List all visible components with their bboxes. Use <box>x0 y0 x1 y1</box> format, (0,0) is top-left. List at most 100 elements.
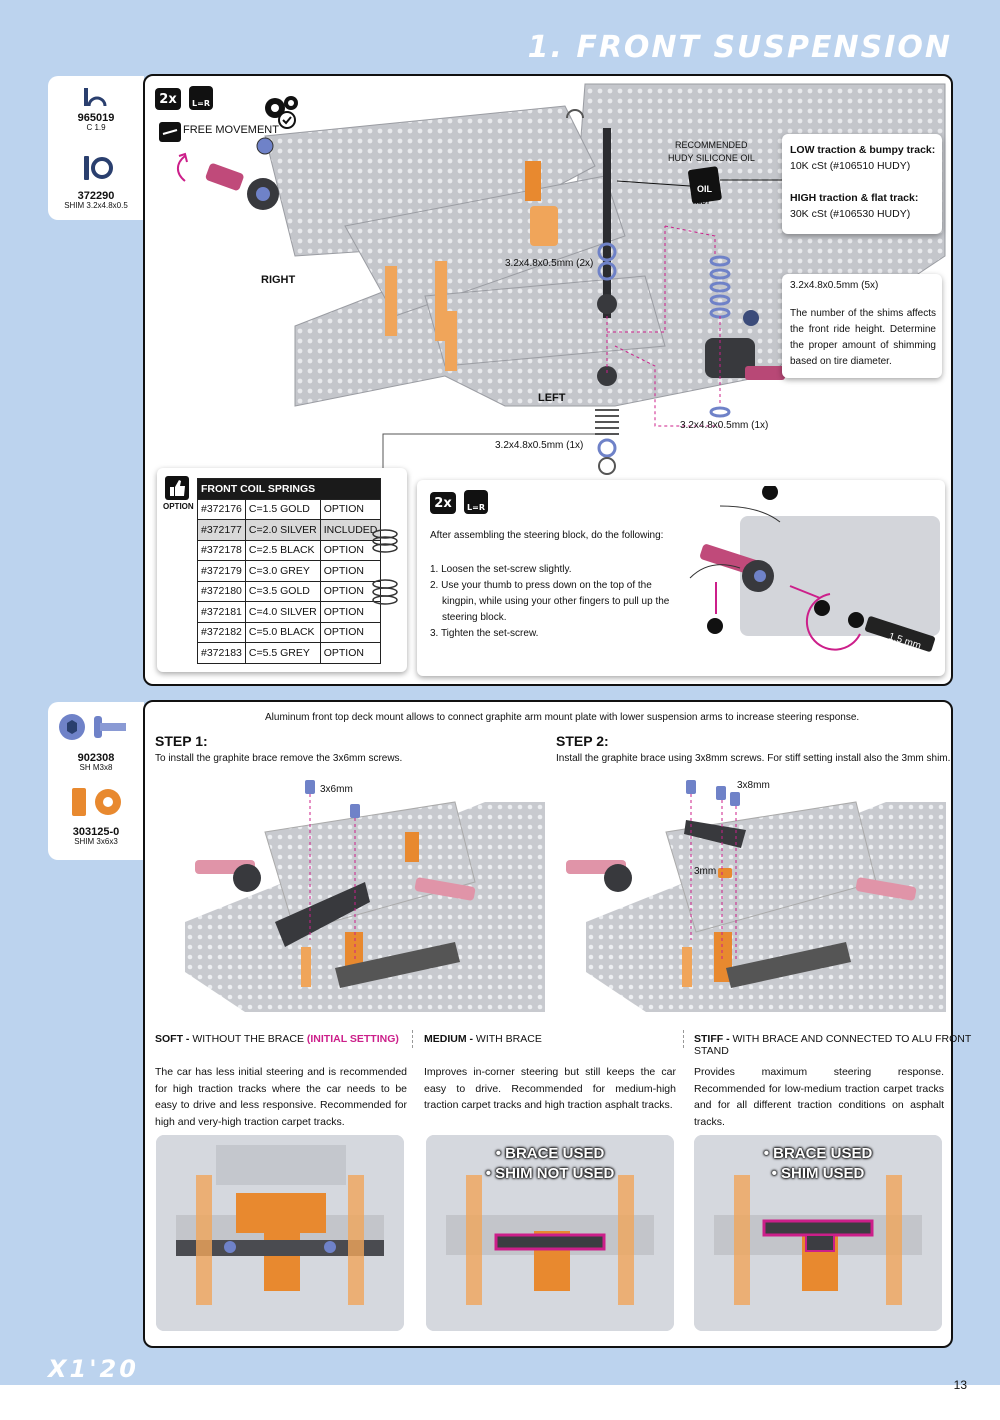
option-label: OPTION <box>163 502 194 511</box>
spring-rate: C=3.5 GOLD <box>244 580 321 602</box>
part-desc: C 1.9 <box>86 123 106 133</box>
mode-name: SOFT - <box>155 1033 190 1045</box>
step2-title: STEP 2: <box>556 733 609 749</box>
spring-code: #372177 <box>197 519 246 541</box>
mode-stiff-label-1: • BRACE USED <box>763 1145 873 1162</box>
section2-intro: Aluminum front top deck mount allows to … <box>265 712 860 723</box>
page-number: 13 <box>953 1378 967 1392</box>
mode-stiff-graphic <box>694 1135 942 1331</box>
circlip-icon <box>84 88 107 107</box>
step1-screw-label: 3x6mm <box>320 784 353 795</box>
mode-soft-heading: SOFT - WITHOUT THE BRACE (INITIAL SETTIN… <box>155 1033 399 1045</box>
oil-bottle-label: OIL <box>697 184 712 194</box>
quantity-badge: 2x <box>155 88 181 110</box>
shim-note: The number of the shims affects the fron… <box>790 308 936 367</box>
spring-code: #372178 <box>197 539 246 561</box>
mode-stiff-illustration: • BRACE USED • SHIM USED <box>694 1135 942 1331</box>
step2-text: Install the graphite brace using 3x8mm s… <box>556 753 951 764</box>
springs-table-title: FRONT COIL SPRINGS <box>196 478 382 500</box>
part-desc: SH M3x8 <box>79 763 113 773</box>
step2-illustration <box>566 780 946 1012</box>
part-965019: 965019 C 1.9 <box>50 112 142 133</box>
spring-code: #372181 <box>197 601 246 623</box>
part-code: 902308 <box>77 752 115 764</box>
low-traction-value: 10K cSt (#106510 HUDY) <box>790 160 911 172</box>
assembly-intro: After assembling the steering block, do … <box>430 530 664 541</box>
spring-rate: C=3.0 GREY <box>244 560 321 582</box>
spring-status: OPTION <box>319 560 382 582</box>
spring-code: #372176 <box>197 498 246 520</box>
spring-status: OPTION <box>319 539 382 561</box>
spring-code: #372179 <box>197 560 246 582</box>
part-desc: SHIM 3x6x3 <box>74 837 118 847</box>
spring-status: OPTION <box>319 498 382 520</box>
step1-title: STEP 1: <box>155 733 208 749</box>
oil-recommendation-line1: RECOMMENDED <box>675 140 748 150</box>
mode-soft-text: The car has less initial steering and is… <box>155 1066 407 1128</box>
mode-name: STIFF - <box>694 1033 730 1045</box>
mode-medium-graphic <box>426 1135 674 1331</box>
spring-icons <box>372 529 398 605</box>
parts-sidebar-top <box>48 76 144 220</box>
spring-status: OPTION <box>319 580 382 602</box>
thumbs-up-icon <box>165 476 189 500</box>
shim-1x-left-label: 3.2x4.8x0.5mm (1x) <box>495 440 584 451</box>
oil-recommendation-line2: HUDY SILICONE OIL <box>668 153 755 163</box>
mode-medium-label-2: • SHIM NOT USED <box>485 1165 615 1182</box>
mode-name: MEDIUM - <box>424 1033 473 1045</box>
product-logo: X1'20 <box>48 1355 139 1383</box>
mode-stiff-text: Provides maximum steering response. Reco… <box>694 1066 944 1128</box>
spring-rate: C=1.5 GOLD <box>244 498 321 520</box>
steering-block-illustration <box>689 486 940 652</box>
left-side-label: LEFT <box>538 392 566 404</box>
part-code: 372290 <box>77 190 115 202</box>
spring-status: OPTION <box>319 642 382 664</box>
assembly-step-1: 1. Loosen the set-screw slightly. <box>430 564 572 575</box>
orange-shim-icon <box>72 788 121 816</box>
mode-medium-label-1: • BRACE USED <box>495 1145 605 1162</box>
mode-sub: WITH BRACE AND CONNECTED TO ALU FRONT ST… <box>694 1033 972 1057</box>
left-equals-right-badge: L=R <box>189 86 213 110</box>
part-desc: SHIM 3.2x4.8x0.5 <box>64 201 128 211</box>
mode-extra: (INITIAL SETTING) <box>306 1033 399 1045</box>
step2-shim-label: 3mm <box>694 866 717 877</box>
shim-2x-label: 3.2x4.8x0.5mm (2x) <box>505 258 594 269</box>
mode-medium-text: Improves in-corner steering but still ke… <box>424 1066 676 1111</box>
spring-code: #372183 <box>197 642 246 664</box>
assembly-step-2: 2. Use your thumb to press down on the t… <box>430 580 670 623</box>
part-303125-0: 303125-0 SHIM 3x6x3 <box>50 826 142 847</box>
mode-stiff-heading: STIFF - WITH BRACE AND CONNECTED TO ALU … <box>694 1033 1000 1057</box>
part-902308: 902308 SH M3x8 <box>50 752 142 773</box>
spring-rate: C=2.0 SILVER <box>244 519 321 541</box>
page-title: 1. FRONT SUSPENSION <box>527 30 952 65</box>
spring-rate: C=2.5 BLACK <box>244 539 321 561</box>
spring-rate: C=5.0 BLACK <box>244 621 321 643</box>
shim-1x-right-label: 3.2x4.8x0.5mm (1x) <box>680 420 769 431</box>
screw-icon <box>59 714 126 740</box>
step1-text: To install the graphite brace remove the… <box>155 753 403 764</box>
mode-medium-heading: MEDIUM - WITH BRACE <box>424 1033 542 1045</box>
mode-soft-illustration <box>156 1135 404 1331</box>
spring-status: INCLUDED <box>319 519 382 541</box>
mode-divider <box>683 1030 684 1048</box>
left-equals-right-badge-assembly: L=R <box>464 490 488 514</box>
step2-screw-label: 3x8mm <box>737 780 770 791</box>
mode-stiff-label-2: • SHIM USED <box>771 1165 865 1182</box>
mode-divider <box>412 1030 413 1048</box>
spring-rate: C=5.5 GREY <box>244 642 321 664</box>
spring-code: #372182 <box>197 621 246 643</box>
part-code: 303125-0 <box>72 826 120 838</box>
low-traction-title: LOW traction & bumpy track: <box>790 144 936 156</box>
shim-icon <box>84 156 113 180</box>
assembly-steps: 1. Loosen the set-screw slightly. 2. Use… <box>430 562 680 642</box>
part-code: 965019 <box>77 112 115 124</box>
shim-5x-label: 3.2x4.8x0.5mm (5x) <box>790 280 879 291</box>
